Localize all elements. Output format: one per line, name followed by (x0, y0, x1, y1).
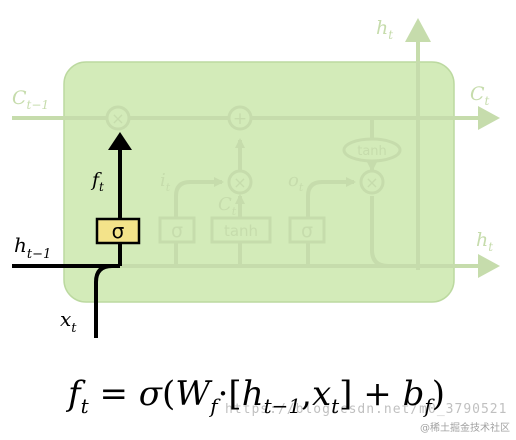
cell-state-arrowhead (478, 106, 500, 130)
x-in-line (94, 264, 120, 338)
label-c-out: Ct (470, 83, 490, 108)
svg-text:σ: σ (301, 220, 313, 242)
output-to-h-line (370, 196, 418, 268)
svg-text:σ: σ (171, 220, 183, 242)
add-op: + (227, 105, 253, 131)
sigma-output-box: σ (288, 216, 326, 244)
label-h-right: ht (476, 229, 493, 254)
label-c-tilde: Ct (218, 194, 237, 218)
input-gate-path (174, 177, 224, 266)
label-h-in: ht−1 (14, 233, 51, 262)
watermark-url: https://blog.csdn.net/m0_3790521 (225, 402, 508, 417)
output-gate-path (306, 177, 356, 266)
h-top-arrowhead (405, 18, 431, 42)
label-h-top: ht (376, 17, 393, 42)
sigma-forget-box: σ (95, 217, 141, 245)
svg-text:+: + (233, 109, 247, 129)
svg-text:tanh: tanh (357, 144, 387, 159)
h-right-arrowhead (478, 254, 500, 278)
mult-forget-op: × (105, 105, 131, 131)
label-x-in: xt (60, 307, 77, 336)
tanh-oval: tanh (342, 137, 402, 163)
label-c-in: Ct−1 (12, 87, 49, 112)
tanh-box: tanh (210, 216, 272, 244)
mult-input-op: × (227, 169, 253, 195)
watermark-brand: @稀土掘金技术社区 (420, 423, 510, 434)
svg-text:×: × (233, 173, 246, 192)
forget-gate-equation: ft = σ(Wf·[ht−1,xt] + bf) (68, 374, 445, 418)
label-o-gate: ot (288, 170, 304, 194)
svg-text:tanh: tanh (224, 222, 258, 240)
label-f-gate: ft (90, 169, 104, 194)
sigma-input-box: σ (158, 216, 196, 244)
f-gate-arrowhead (108, 132, 132, 150)
svg-text:σ: σ (112, 219, 125, 243)
svg-text:×: × (365, 173, 378, 192)
label-i-gate: it (160, 170, 171, 194)
svg-text:×: × (111, 109, 124, 128)
mult-output-op: × (359, 169, 385, 195)
